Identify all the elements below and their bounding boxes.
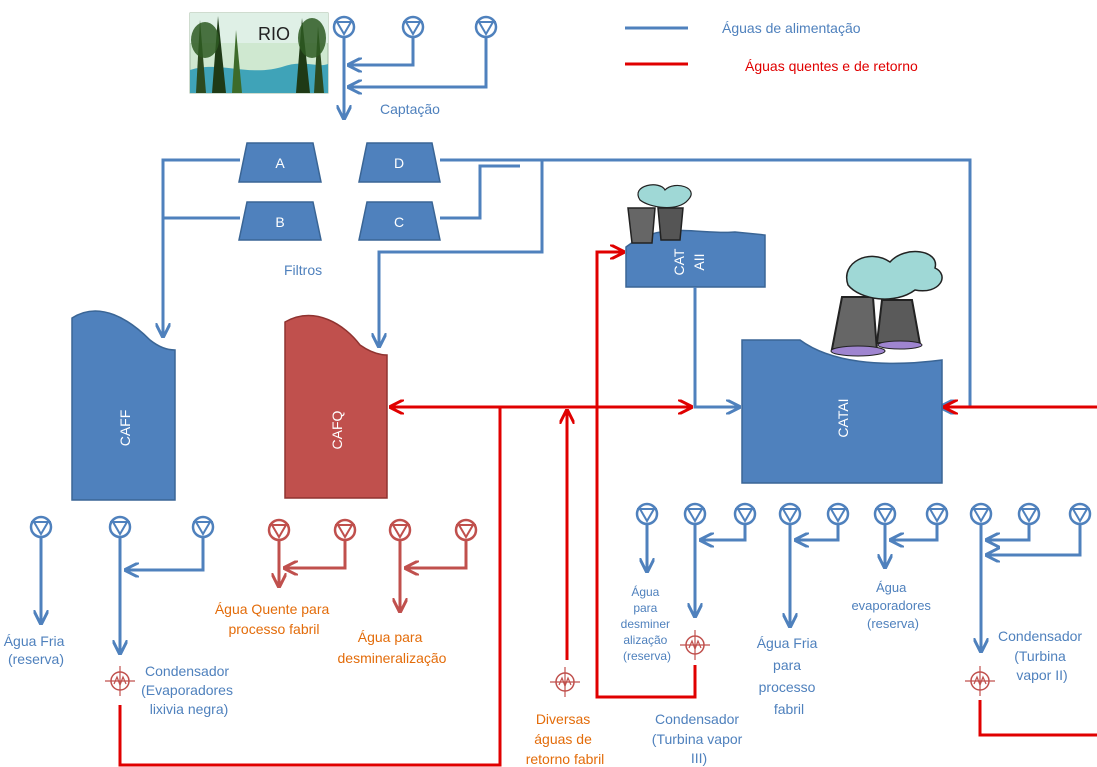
- filter-d: [358, 142, 441, 183]
- river-image: RIO: [189, 12, 329, 94]
- label-condensador-t2: Condensador (Turbina vapor II): [998, 628, 1086, 683]
- legend-return-label: Águas quentes e de retorno: [745, 58, 918, 74]
- catai-pump-9-icon: [1017, 502, 1041, 526]
- intake-pump-1-icon: [332, 15, 356, 39]
- label-agua-fria-reserva: Água Fria (reserva): [4, 633, 69, 667]
- diversas-exchanger-icon: [549, 666, 581, 698]
- catai-pump-8-icon: [969, 502, 993, 526]
- filter-c: [358, 201, 441, 241]
- label-condensador-t3: Condensador (Turbina vapor III): [652, 711, 746, 766]
- captacao-label: Captação: [380, 101, 440, 117]
- intake-pump-2-icon: [401, 15, 425, 39]
- cafq-label: CAFQ: [329, 410, 345, 449]
- small-cooling-tower-icon: [627, 184, 692, 244]
- condensador-evap-icon: [104, 665, 136, 697]
- catai-pump-5-icon: [826, 502, 850, 526]
- legend-feed-label: Águas de alimentação: [722, 20, 861, 36]
- caff-pump-1-icon: [29, 515, 53, 539]
- catai-pump-3-icon: [733, 502, 757, 526]
- catai-pump-4-icon: [778, 502, 802, 526]
- condensador-t3-icon: [679, 629, 711, 661]
- filter-b-label: B: [275, 214, 284, 230]
- filter-a: [238, 142, 322, 183]
- cafq-tank: [284, 314, 388, 499]
- caff-pump-2-icon: [108, 515, 132, 539]
- condensador-t2-icon: [964, 665, 996, 697]
- label-diversas: Diversas águas de retorno fabril: [526, 711, 605, 767]
- filter-a-label: A: [275, 155, 285, 171]
- caff-tank: [71, 310, 176, 501]
- intake-pump-3-icon: [474, 15, 498, 39]
- cafq-pump-3-icon: [388, 518, 412, 542]
- catai-pump-2-icon: [683, 502, 707, 526]
- catai-pump-7-icon: [925, 502, 949, 526]
- cafq-pump-2-icon: [333, 518, 357, 542]
- label-condensador-evap: Condensador (Evaporadores lixivia negra): [141, 663, 237, 717]
- cat-aii-label-bottom: AII: [691, 253, 707, 270]
- cafq-pump-1-icon: [267, 518, 291, 542]
- catai-label: CATAI: [835, 398, 851, 437]
- label-agua-quente: Água Quente para processo fabril: [215, 601, 333, 637]
- label-agua-desmin-reserva: Água para desminer alização (reserva): [621, 584, 674, 663]
- filter-d-label: D: [394, 155, 404, 171]
- rio-label: RIO: [258, 24, 290, 44]
- filter-b: [238, 201, 322, 241]
- filtros-label: Filtros: [284, 262, 322, 278]
- label-agua-evap: Água evaporadores (reserva): [851, 580, 934, 631]
- catai-basin: [741, 339, 943, 484]
- label-agua-fria-processo: Água Fria para processo fabril: [757, 635, 822, 717]
- catai-pump-1-icon: [635, 502, 659, 526]
- label-agua-desmin: Água para desmineralização: [338, 629, 447, 666]
- cat-aii-label-top: CAT: [671, 248, 687, 275]
- filter-c-label: C: [394, 214, 404, 230]
- large-cooling-tower-icon: [830, 250, 943, 357]
- catai-pump-10-icon: [1068, 502, 1092, 526]
- caff-label: CAFF: [117, 410, 133, 447]
- catai-pump-6-icon: [873, 502, 897, 526]
- caff-pump-3-icon: [191, 515, 215, 539]
- cafq-pump-4-icon: [454, 518, 478, 542]
